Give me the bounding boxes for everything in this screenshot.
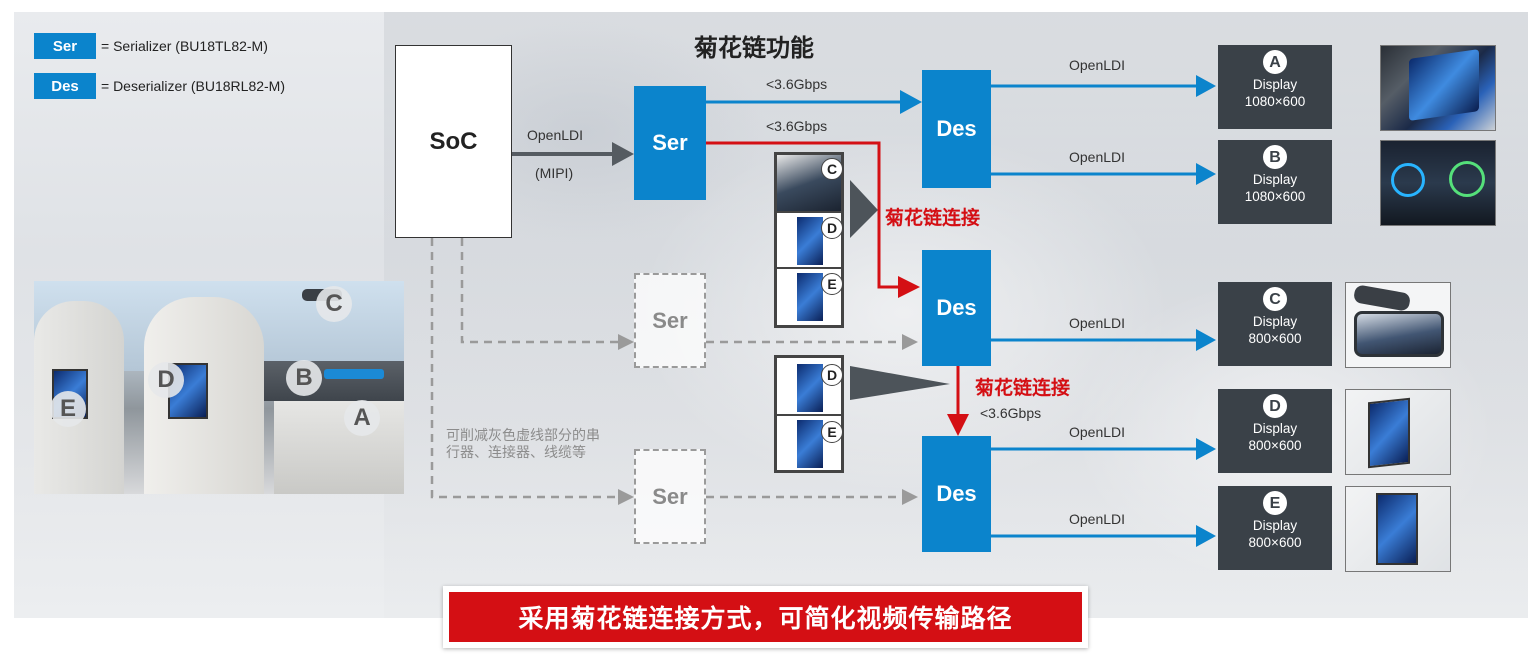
display-b-thumbnail [1380,140,1496,226]
serializer-ghost-2: Ser [634,449,706,544]
soc-block: SoC [395,45,512,238]
photo-circle-c: C [316,286,352,322]
photo-circle-a: A [344,400,380,436]
soc-link-mipi: (MIPI) [535,165,574,181]
daisy-chain-label-2: 菊花链连接 [975,377,1071,399]
diagram-title: 菊花链功能 [694,34,814,62]
display-e-resolution: 800×600 [1248,535,1302,550]
display-b-id: B [1263,145,1287,169]
display-c-resolution: 800×600 [1248,331,1302,346]
photo-circle-d: D [148,362,184,398]
display-c: C Display 800×600 [1218,282,1332,366]
reduction-note: 可削减灰色虚线部分的串行器、连接器、线缆等 [446,428,600,461]
display-e: E Display 800×600 [1218,486,1332,570]
legend-ser-text: = Serializer (BU18TL82-M) [101,38,268,54]
deserializer-3: Des [922,436,991,552]
legend-des-text: = Deserializer (BU18RL82-M) [101,78,286,94]
display-d-resolution: 800×600 [1248,438,1302,453]
display-b-label: Display [1252,172,1298,187]
openldi-label-d: OpenLDI [1069,424,1126,440]
display-a: A Display 1080×600 [1218,45,1332,129]
mini-circle-c1: C [821,158,843,180]
openldi-label-a: OpenLDI [1069,57,1126,73]
mini-circle-d2: D [821,364,843,386]
soc-label: SoC [429,127,478,155]
photo-circle-b: B [286,360,322,396]
daisy-chain-label-1: 菊花链连接 [885,207,981,229]
display-a-label: Display [1252,77,1298,92]
mini-circle-e1: E [821,273,843,295]
openldi-label-c: OpenLDI [1069,315,1126,331]
summary-banner-text: 采用菊花链连接方式，可简化视频传输路径 [449,592,1082,642]
display-c-id: C [1263,287,1287,311]
openldi-label-e: OpenLDI [1069,511,1126,527]
serializer-main: Ser [634,86,706,200]
display-d: D Display 800×600 [1218,389,1332,473]
display-d-id: D [1263,394,1287,418]
summary-banner: 采用菊花链连接方式，可简化视频传输路径 [443,586,1088,648]
display-e-id: E [1263,491,1287,515]
bandwidth-label-1: <3.6Gbps [766,76,828,92]
deserializer-1: Des [922,70,991,188]
ser-to-des2-daisy-arrow [706,141,902,289]
photo-circle-e: E [50,391,86,427]
mini-circle-d1: D [821,217,843,239]
bandwidth-label-2: <3.6Gbps [766,118,828,134]
legend-des-badge: Des [34,73,96,99]
display-b: B Display 1080×600 [1218,140,1332,224]
display-a-id: A [1263,50,1287,74]
bandwidth-label-3: <3.6Gbps [980,405,1042,421]
openldi-label-b: OpenLDI [1069,149,1126,165]
soc-link-openldi: OpenLDI [527,127,584,143]
display-c-thumbnail [1345,282,1451,368]
legend-ser-badge: Ser [34,33,96,59]
mini-group-1 [774,152,844,328]
display-c-label: Display [1252,314,1298,329]
display-a-resolution: 1080×600 [1244,94,1306,109]
deserializer-2: Des [922,250,991,366]
serializer-ghost-1: Ser [634,273,706,368]
display-a-thumbnail [1380,45,1496,131]
display-e-label: Display [1252,518,1298,533]
display-b-resolution: 1080×600 [1244,189,1306,204]
display-d-thumbnail [1345,389,1451,475]
mini-circle-e2: E [821,421,843,443]
display-d-label: Display [1252,421,1298,436]
display-e-thumbnail [1345,486,1451,572]
